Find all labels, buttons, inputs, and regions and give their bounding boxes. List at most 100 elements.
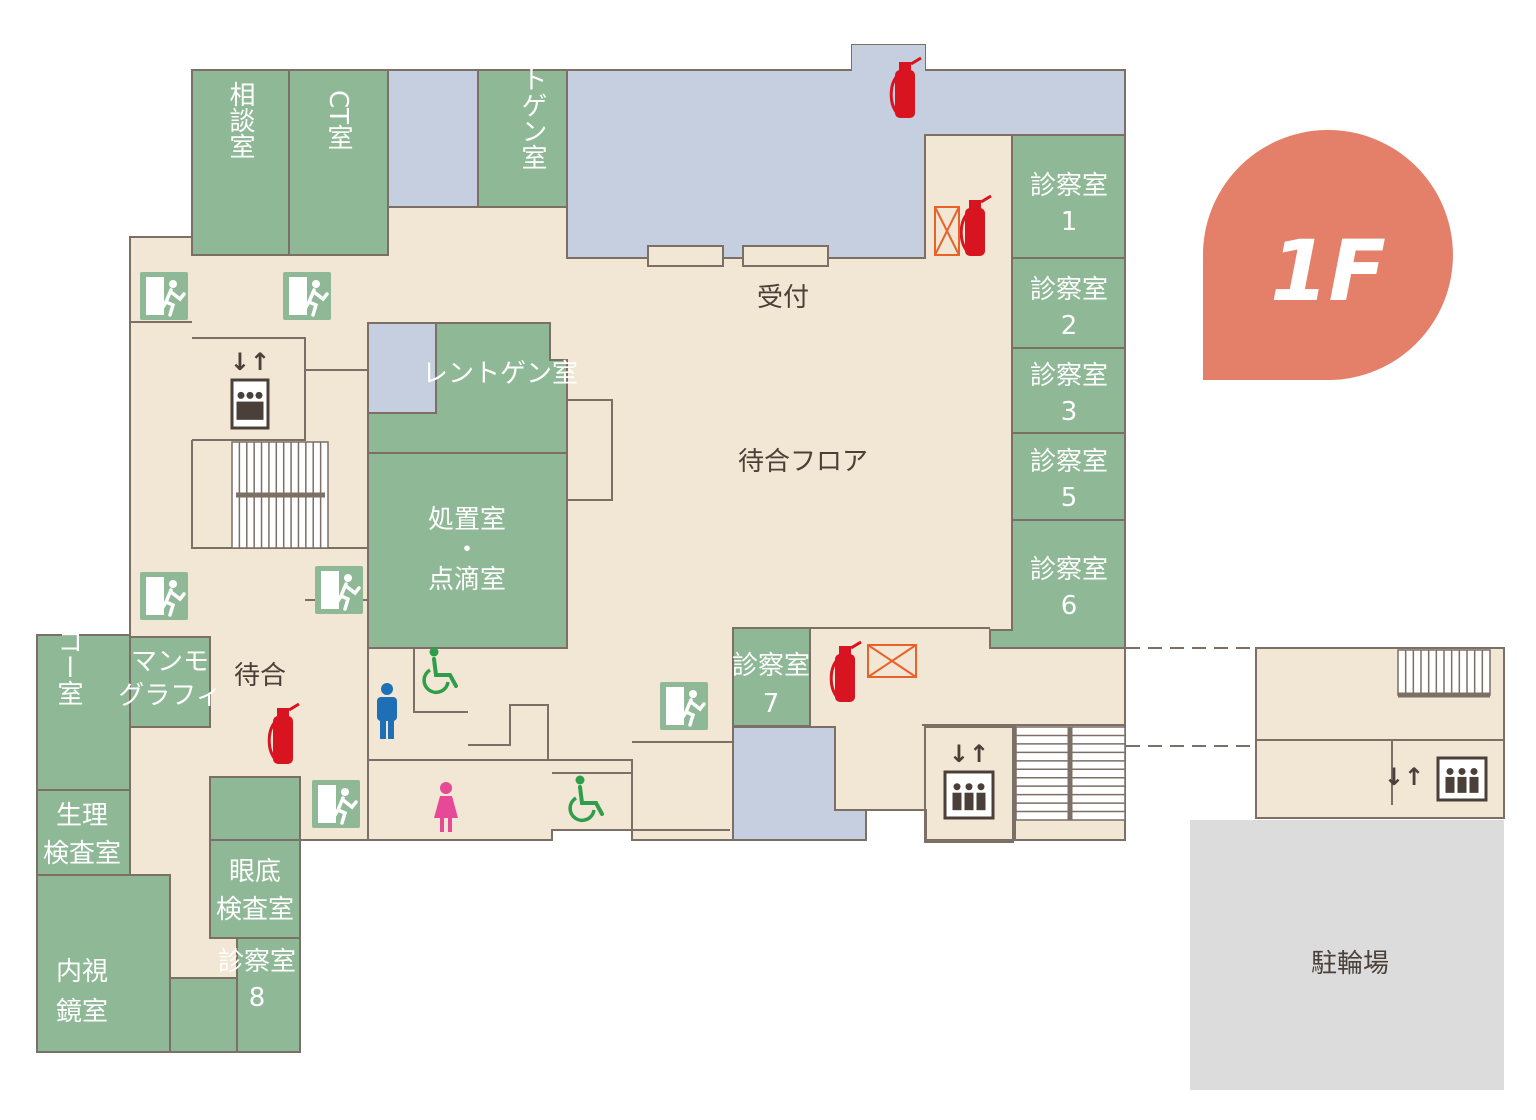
wall: [468, 704, 549, 760]
room-exam6: [989, 519, 1126, 649]
label-line: 待合フロア: [738, 447, 868, 477]
person-head: [440, 782, 452, 794]
label-xray_top: レントゲン室: [517, 14, 547, 170]
extinguisher-body: [965, 208, 985, 256]
person-figure: [952, 792, 962, 811]
person-figure: [237, 391, 245, 399]
label-line: 診察室: [1030, 275, 1108, 305]
label-exam7: 診察室 7: [732, 651, 810, 719]
label-line: 生理: [56, 801, 108, 831]
label-line: 診察室: [732, 651, 810, 681]
wheelchair-accessible-icon: [422, 647, 458, 695]
extinguisher-neck: [277, 708, 289, 718]
floor-badge-shape: [1202, 130, 1453, 380]
person-figure: [1446, 767, 1454, 775]
elevator-arrows-icon: ↓↑: [1384, 763, 1424, 791]
wc-wheel: [422, 668, 450, 695]
label-line: 診察室: [1030, 171, 1108, 201]
exit-person-head: [169, 580, 177, 588]
elevator-arrows-icon: ↓↑: [230, 348, 270, 376]
label-line: 内視: [56, 957, 108, 987]
label-line: 8: [249, 983, 266, 1013]
room-small: [169, 977, 238, 1053]
blue-room: [387, 69, 479, 208]
label-line: 診察室: [1030, 361, 1108, 391]
exit-person-head: [341, 788, 349, 796]
person-figure: [976, 792, 986, 811]
room-exam7: [732, 627, 811, 727]
label-echo: エコー室: [53, 602, 83, 706]
room-exam1: [1011, 134, 1126, 259]
room-exam2: [1011, 257, 1126, 349]
exit-door: [146, 277, 164, 315]
exit-door: [146, 577, 164, 615]
exit-door: [318, 785, 336, 823]
label-ct: CT室: [323, 90, 353, 150]
person-leg: [380, 719, 386, 739]
hydrant-cross: [867, 644, 917, 678]
label-line: 待合: [234, 661, 286, 691]
elevator-left: ↓↑: [230, 348, 270, 430]
wall: [567, 399, 613, 501]
elevator-arrows-icon: ↓↑: [949, 740, 989, 768]
room-ct: [288, 69, 389, 256]
exit-person-body: [330, 796, 358, 825]
label-line: ・: [454, 535, 480, 565]
room-echo: [36, 634, 131, 791]
reception-counter: [742, 245, 829, 267]
wc-body: [432, 657, 458, 688]
label-line: 眼底: [229, 857, 281, 887]
person-leg: [388, 719, 394, 739]
wall: [192, 337, 306, 441]
emergency-exit-icon: [283, 272, 331, 320]
elevator-annex: ↓↑: [1384, 756, 1488, 802]
fire-extinguisher-icon: [959, 194, 992, 256]
blue-notch: [852, 45, 925, 71]
wheelchair-accessible-icon: [568, 775, 604, 823]
exit-person-head: [689, 690, 697, 698]
label-line: 3: [1061, 397, 1078, 427]
label-physio: 生理検査室: [43, 801, 121, 869]
exit-person-body: [333, 582, 361, 611]
label-exam3: 診察室 3: [1030, 361, 1108, 427]
person-figure: [254, 401, 264, 420]
room-consult: [191, 69, 290, 256]
person-figure: [1457, 776, 1467, 793]
label-line: 受付: [757, 283, 809, 313]
label-endoscopy: 内視鏡室: [56, 957, 108, 1027]
person-figure: [236, 401, 246, 420]
hydrant-frame: [867, 644, 917, 678]
room-exam8: [236, 937, 301, 1053]
elevator-right: ↓↑: [943, 740, 995, 820]
stairs-elevators: ↓↑ ↓↑ ↓↑: [230, 348, 1491, 843]
room-exam5: [1011, 432, 1126, 521]
person-figure: [1470, 767, 1478, 775]
label-line: 2: [1061, 311, 1078, 341]
person-torso: [377, 697, 397, 721]
extinguisher-hose: [959, 194, 992, 252]
women-restroom-icon: [434, 782, 458, 832]
extinguisher-neck: [839, 646, 851, 656]
waiting-blue-area: [566, 69, 1126, 259]
label-line: 7: [763, 689, 780, 719]
person-figure: [964, 792, 974, 811]
exit-door: [666, 687, 684, 725]
extinguisher-hose: [829, 640, 862, 698]
label-line: マンモ: [131, 647, 209, 677]
person-leg: [440, 818, 444, 832]
exit-person-body: [158, 288, 186, 317]
extinguisher-neck: [969, 200, 981, 210]
exit-person-body: [158, 588, 186, 617]
extinguisher-body: [895, 70, 915, 118]
person-head: [381, 683, 393, 695]
label-line: 点滴室: [428, 565, 506, 595]
extinguisher-body: [273, 716, 293, 764]
elevator-room: [924, 726, 1014, 843]
bicycle-parking-area: [1190, 820, 1504, 1090]
emergency-exit-icon: [140, 572, 188, 620]
